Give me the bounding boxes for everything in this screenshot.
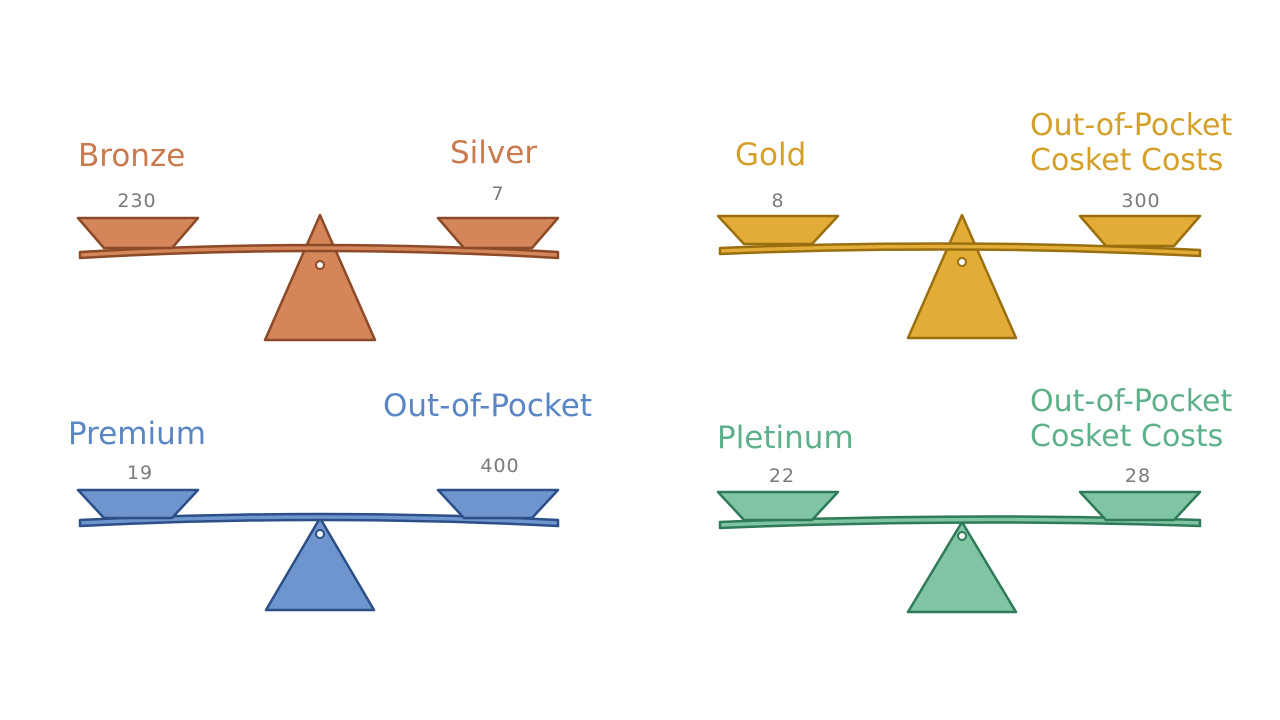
left-value: 8: [771, 190, 785, 212]
pivot: [315, 260, 325, 270]
left-value: 230: [117, 190, 157, 212]
beam: [718, 242, 1202, 258]
pivot: [957, 257, 967, 267]
beam: [78, 243, 560, 260]
right-value: 300: [1121, 190, 1161, 212]
left-label: Bronze: [78, 138, 186, 174]
left-pan: [716, 490, 840, 522]
scale-panel-gold-oop: Gold Out-of-Pocket Cosket Costs 8 300: [700, 108, 1280, 420]
left-label: Premium: [68, 416, 206, 452]
fulcrum: [264, 516, 376, 612]
balance-scale-icon: [716, 490, 1202, 614]
balance-scale-icon: [76, 213, 560, 342]
balance-scale-icon: [76, 488, 560, 612]
right-pan: [436, 216, 560, 250]
right-label: Out-of-Pocket Cosket Costs: [1030, 108, 1233, 179]
fulcrum: [906, 520, 1018, 614]
left-pan: [76, 216, 200, 250]
left-pan: [76, 488, 200, 520]
beam: [718, 515, 1202, 530]
balance-scale-icon: [716, 213, 1202, 340]
right-value: 28: [1124, 465, 1152, 487]
scale-panel-bronze-silver: Bronze Silver 230 7: [60, 120, 680, 420]
left-value: 22: [768, 465, 796, 487]
right-pan: [1078, 490, 1202, 522]
fulcrum: [263, 213, 377, 342]
pivot: [315, 529, 325, 539]
right-label: Out-of-Pocket Cosket Costs: [1030, 384, 1233, 455]
scale-panel-platinum-oop: Pletinum Out-of-Pocket Cosket Costs 22 2…: [700, 384, 1280, 690]
pivot: [957, 531, 967, 541]
left-pan: [716, 214, 840, 246]
right-pan: [1078, 214, 1202, 248]
left-value: 19: [126, 462, 154, 484]
right-value: 7: [491, 183, 505, 205]
scale-panel-premium-oop: Premium Out-of-Pocket 19 400: [60, 388, 680, 690]
left-label: Pletinum: [717, 420, 854, 456]
left-label: Gold: [735, 137, 807, 173]
right-label: Silver: [450, 135, 538, 171]
right-value: 400: [480, 455, 520, 477]
right-pan: [436, 488, 560, 520]
fulcrum: [906, 213, 1018, 340]
right-label: Out-of-Pocket: [383, 388, 593, 424]
beam: [78, 512, 560, 528]
